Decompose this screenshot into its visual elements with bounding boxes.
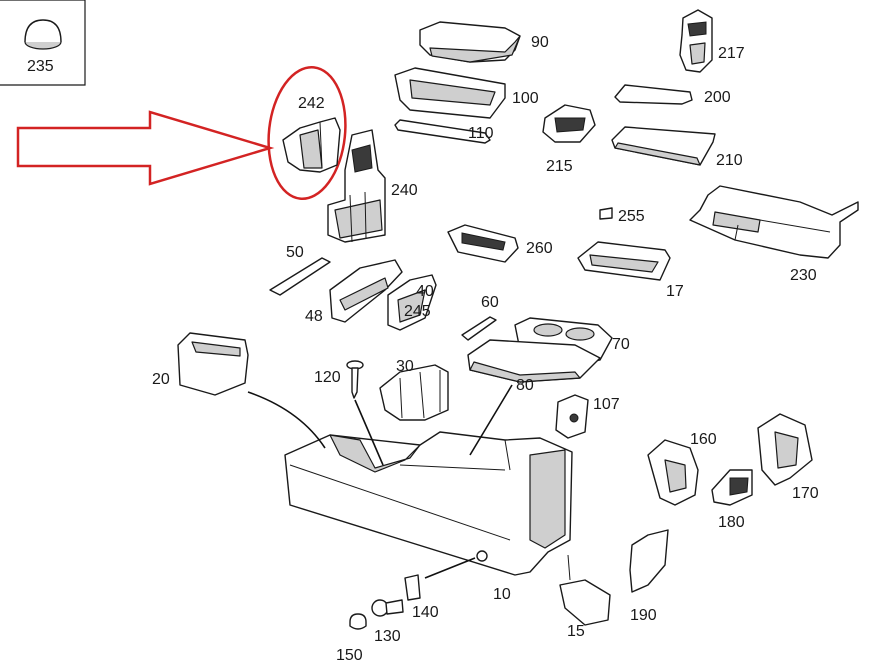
label-170: 170 xyxy=(792,485,819,502)
label-240: 240 xyxy=(391,182,418,199)
label-245: 245 xyxy=(404,303,431,320)
part-242 xyxy=(282,117,341,173)
label-140: 140 xyxy=(412,604,439,621)
leader-140 xyxy=(424,557,476,579)
inset-235: 235 xyxy=(0,0,86,86)
label-60: 60 xyxy=(481,294,499,311)
part-170 xyxy=(757,413,813,486)
label-120: 120 xyxy=(314,369,341,386)
label-90: 90 xyxy=(531,34,549,51)
label-48: 48 xyxy=(305,308,323,325)
label-217: 217 xyxy=(718,45,745,62)
label-210: 210 xyxy=(716,152,743,169)
part-15 xyxy=(559,554,611,626)
label-17: 17 xyxy=(666,283,684,300)
label-190: 190 xyxy=(630,607,657,624)
label-70: 70 xyxy=(612,336,630,353)
label-30: 30 xyxy=(396,358,414,375)
part-210 xyxy=(611,126,716,166)
label-40: 40 xyxy=(416,283,434,300)
leader-20 xyxy=(247,391,326,449)
part-90 xyxy=(419,21,521,63)
leader-80 xyxy=(469,384,513,456)
label-20: 20 xyxy=(152,371,170,388)
part-40-245 xyxy=(387,274,437,331)
part-48 xyxy=(329,259,403,323)
part-20 xyxy=(177,332,249,396)
label-235: 235 xyxy=(27,58,54,75)
part-17 xyxy=(577,241,671,281)
part-190 xyxy=(629,529,669,593)
label-150: 150 xyxy=(336,647,363,664)
part-130 xyxy=(371,599,404,617)
part-255 xyxy=(599,207,613,220)
label-215: 215 xyxy=(546,158,573,175)
label-260: 260 xyxy=(526,240,553,257)
label-200: 200 xyxy=(704,89,731,106)
label-80: 80 xyxy=(516,377,534,394)
part-217 xyxy=(679,9,713,73)
part-100 xyxy=(394,67,506,119)
part-50 xyxy=(269,257,331,296)
part-140 xyxy=(404,574,421,601)
part-107 xyxy=(555,394,589,439)
label-255: 255 xyxy=(618,208,645,225)
leader-120 xyxy=(354,399,384,466)
part-150 xyxy=(349,613,367,630)
label-180: 180 xyxy=(718,514,745,531)
part-10 xyxy=(284,431,573,576)
part-200 xyxy=(614,84,693,105)
label-100: 100 xyxy=(512,90,539,107)
label-107: 107 xyxy=(593,396,620,413)
label-15: 15 xyxy=(567,623,585,640)
label-110: 110 xyxy=(468,125,494,142)
part-230 xyxy=(689,185,859,259)
highlight-arrow xyxy=(16,110,275,186)
part-180 xyxy=(711,469,753,506)
label-160: 160 xyxy=(690,431,717,448)
label-242: 242 xyxy=(298,95,325,112)
part-30 xyxy=(379,364,449,421)
label-130: 130 xyxy=(374,628,401,645)
part-160 xyxy=(647,439,699,506)
label-50: 50 xyxy=(286,244,304,261)
part-215 xyxy=(542,104,596,143)
label-10: 10 xyxy=(493,586,511,603)
part-labels: 90 100 110 217 200 215 210 242 240 255 2… xyxy=(152,34,819,664)
leader-lines xyxy=(247,384,513,579)
part-110 xyxy=(394,119,491,144)
part-80 xyxy=(467,339,601,383)
part-120 xyxy=(346,360,364,399)
part-260 xyxy=(447,224,519,263)
part-60 xyxy=(461,316,497,341)
part-240 xyxy=(327,129,386,243)
highlight-ellipse xyxy=(267,65,347,201)
highlight-marker xyxy=(16,65,347,201)
label-230: 230 xyxy=(790,267,817,284)
